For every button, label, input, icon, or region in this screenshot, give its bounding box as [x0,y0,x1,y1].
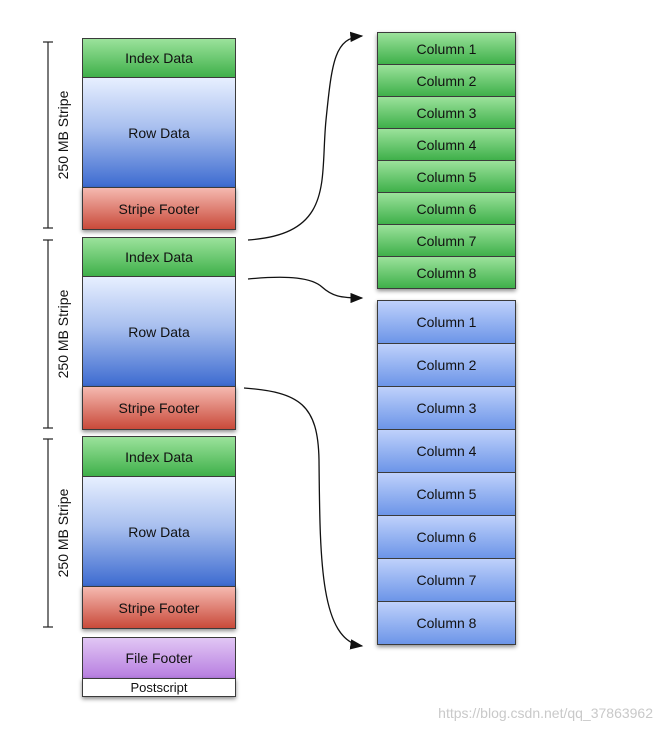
stripe-2-row-data: Row Data [82,276,236,387]
watermark: https://blog.csdn.net/qq_37863962 [438,705,653,721]
row-column-3: Column 3 [377,386,516,430]
index-column-6: Column 6 [377,192,516,225]
row-columns-stack: Column 1 Column 2 Column 3 Column 4 Colu… [377,300,516,645]
file-footer: File Footer [82,637,236,679]
postscript: Postscript [82,678,236,697]
stripe-2-index-data: Index Data [82,237,236,277]
row-column-5: Column 5 [377,472,516,516]
stripe-1-row-data: Row Data [82,77,236,188]
stripe-label-3: 250 MB Stripe [55,488,71,578]
arrow-footer-to-columns [243,387,364,650]
row-column-4: Column 4 [377,429,516,473]
index-column-8: Column 8 [377,256,516,289]
index-column-1: Column 1 [377,32,516,65]
stripe-label-2: 250 MB Stripe [55,289,71,379]
index-column-3: Column 3 [377,96,516,129]
stripe-3-row-data: Row Data [82,476,236,587]
index-columns-stack: Column 1 Column 2 Column 3 Column 4 Colu… [377,32,516,289]
stripe-1-stripe-footer: Stripe Footer [82,187,236,230]
arrow-row-to-columns [247,276,364,304]
index-column-2: Column 2 [377,64,516,97]
stripe-bracket-2 [43,239,53,429]
stripe-3-index-data: Index Data [82,436,236,477]
arrow-index-to-columns [247,31,364,241]
index-column-4: Column 4 [377,128,516,161]
row-column-2: Column 2 [377,343,516,387]
stripe-2-stripe-footer: Stripe Footer [82,386,236,430]
stripe-bracket-1 [43,41,53,229]
row-column-7: Column 7 [377,558,516,602]
row-column-8: Column 8 [377,601,516,645]
index-column-7: Column 7 [377,224,516,257]
row-column-6: Column 6 [377,515,516,559]
stripe-1-index-data: Index Data [82,38,236,78]
row-column-1: Column 1 [377,300,516,344]
stripe-label-1: 250 MB Stripe [55,90,71,180]
stripe-3-stripe-footer: Stripe Footer [82,586,236,629]
stripe-bracket-3 [43,438,53,628]
index-column-5: Column 5 [377,160,516,193]
